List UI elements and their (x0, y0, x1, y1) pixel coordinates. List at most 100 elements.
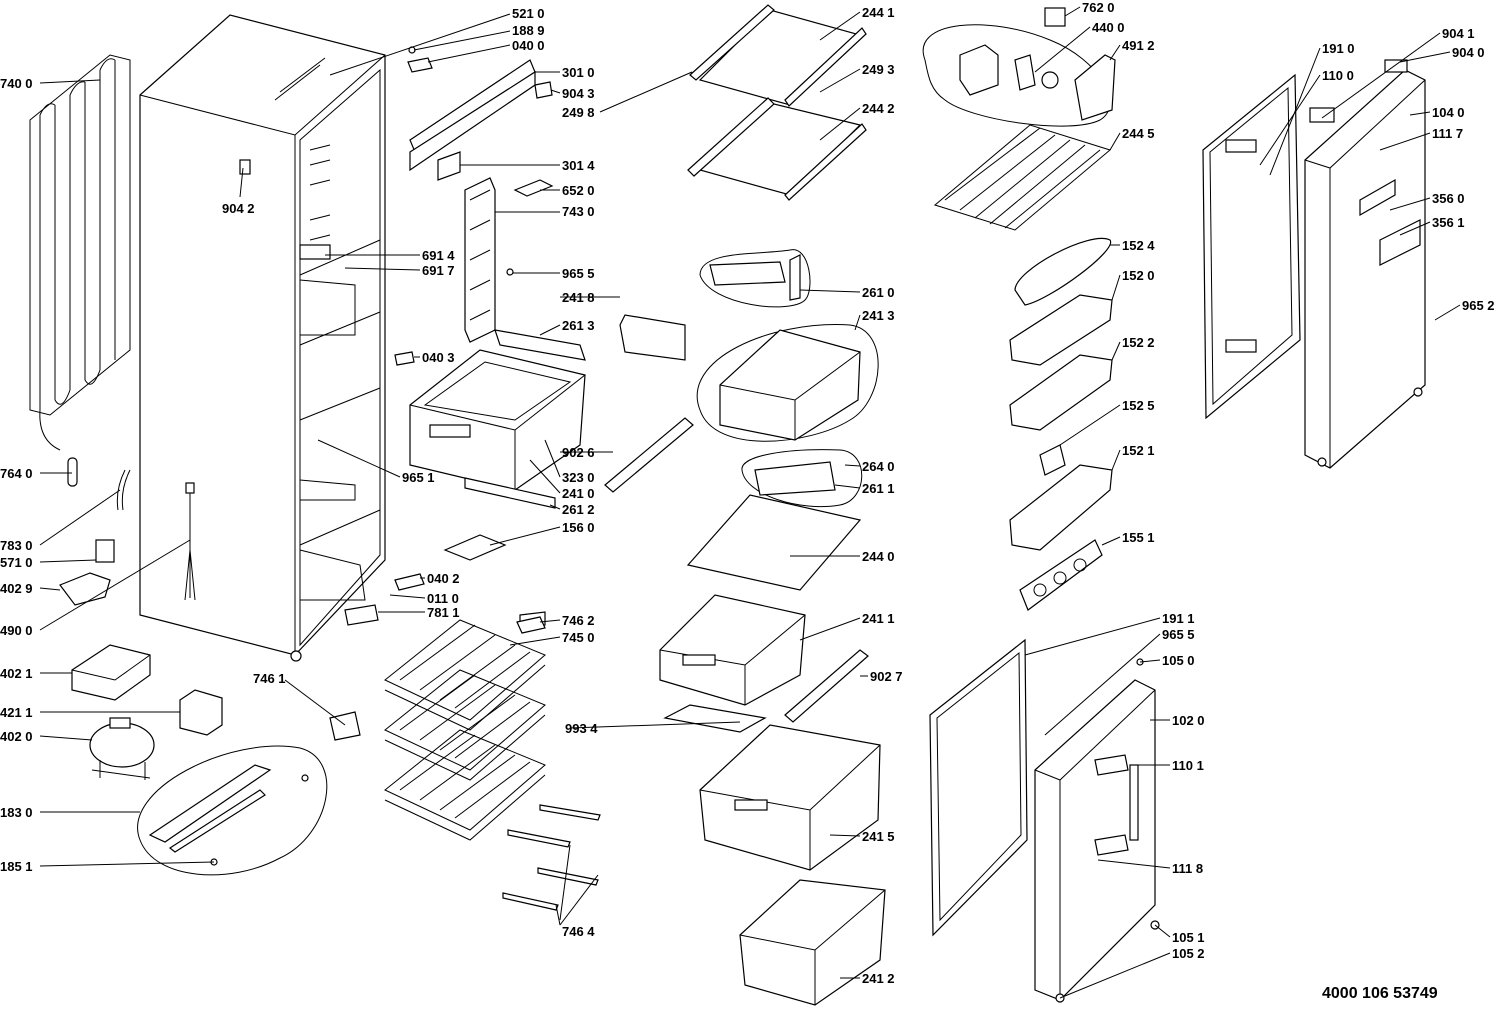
label-0110: 011 0 (427, 591, 459, 606)
crisper-cover-support (494, 329, 586, 361)
label-9934: 993 4 (565, 721, 598, 736)
label-4029: 402 9 (0, 581, 33, 596)
label-0403: 040 3 (422, 350, 455, 365)
label-2412: 241 2 (862, 971, 895, 986)
condenser-coil (29, 54, 131, 451)
label-0402: 040 2 (427, 571, 460, 586)
upper-door (1304, 59, 1426, 469)
label-1889: 188 9 (512, 23, 545, 38)
label-9651: 965 1 (402, 470, 435, 485)
label-1910: 191 0 (1322, 41, 1355, 56)
label-6520: 652 0 (562, 183, 595, 198)
ice-tray (443, 534, 507, 561)
label-4021: 402 1 (0, 666, 33, 681)
compressor-relay (95, 539, 115, 563)
compressor (89, 717, 155, 780)
label-1050: 105 0 (1162, 653, 1195, 668)
label-1851: 185 1 (0, 859, 33, 874)
label-1051: 105 1 (1172, 930, 1205, 945)
label-7811: 781 1 (427, 605, 460, 620)
fan-assembly (922, 7, 1116, 127)
label-1911: 191 1 (1162, 611, 1195, 626)
door-bin-1520 (1009, 294, 1113, 366)
freezer-drawer-upper (659, 594, 806, 706)
label-3230: 323 0 (562, 470, 595, 485)
label-9652: 965 2 (1462, 298, 1495, 313)
label-0400: 040 0 (512, 38, 545, 53)
flap-assembly (619, 314, 686, 361)
label-7620: 762 0 (1082, 0, 1115, 15)
label-9041: 904 1 (1442, 26, 1475, 41)
sensor-housing (513, 179, 554, 197)
label-2612: 261 2 (562, 502, 595, 517)
label-6917: 691 7 (422, 263, 455, 278)
lower-door (1034, 658, 1160, 1003)
label-2418: 241 8 (562, 290, 595, 305)
evaporator (933, 124, 1112, 231)
label-2441: 244 1 (862, 5, 895, 20)
label-9043: 904 3 (562, 86, 595, 101)
label-6914: 691 4 (422, 248, 455, 263)
label-2442: 244 2 (862, 101, 895, 116)
label-4020: 402 0 (0, 729, 33, 744)
label-7464: 746 4 (562, 924, 595, 939)
glass-trim-lower (784, 649, 869, 723)
label-1551: 155 1 (1122, 530, 1155, 545)
label-1118: 111 8 (1172, 861, 1203, 876)
lower-door-gasket (929, 638, 1028, 937)
label-2611: 261 1 (862, 481, 895, 496)
egg-holder (1039, 444, 1066, 476)
label-2440: 244 0 (862, 549, 895, 564)
label-2493: 249 3 (862, 62, 895, 77)
label-1522: 152 2 (1122, 335, 1155, 350)
label-5710: 571 0 (0, 555, 33, 570)
label-1100: 110 0 (1322, 68, 1354, 83)
door-bin-1522 (1009, 354, 1113, 431)
freezer-wire-shelves (384, 619, 546, 841)
label-4900: 490 0 (0, 623, 33, 638)
label-2640: 264 0 (862, 459, 895, 474)
shelf-supports (502, 804, 601, 911)
door-handle-cap (1014, 237, 1112, 306)
label-4912: 491 2 (1122, 38, 1155, 53)
control-panel (409, 59, 536, 181)
compressor-cover (71, 644, 151, 701)
small-hardware (329, 46, 553, 741)
label-2415: 241 5 (862, 829, 895, 844)
compressor-base-plate (137, 745, 328, 876)
shelf-hanger (516, 616, 546, 634)
label-3561: 356 1 (1432, 215, 1465, 230)
drain-tube (67, 457, 78, 487)
label-7462: 746 2 (562, 613, 595, 628)
freezer-drawer-bottom (739, 879, 886, 1006)
label-9655b: 965 5 (1162, 627, 1195, 642)
power-cord (184, 482, 196, 601)
label-2410: 241 0 (562, 486, 595, 501)
glass-shelves-top (687, 4, 867, 201)
label-3014: 301 4 (562, 158, 595, 173)
label-1520: 152 0 (1122, 268, 1155, 283)
label-4211: 421 1 (0, 705, 33, 720)
label-7430: 743 0 (562, 204, 595, 219)
freezer-drawer-middle (699, 724, 881, 871)
label-7450: 745 0 (562, 630, 595, 645)
label-2411: 241 1 (862, 611, 895, 626)
bottle-holder (1019, 539, 1103, 611)
dairy-drawer-group (696, 324, 879, 442)
label-7400: 740 0 (0, 76, 33, 91)
label-2610: 261 0 (862, 285, 895, 300)
label-7461: 746 1 (253, 671, 286, 686)
label-9027: 902 7 (870, 669, 903, 684)
label-1101: 110 1 (1172, 758, 1204, 773)
label-2413: 241 3 (862, 308, 895, 323)
label-9040: 904 0 (1452, 45, 1485, 60)
cabinet (139, 14, 386, 662)
evaporating-tray (59, 572, 111, 606)
label-2445: 244 5 (1122, 126, 1155, 141)
label-1521: 152 1 (1122, 443, 1155, 458)
label-7640: 764 0 (0, 466, 33, 481)
part-labels: 521 0 188 9 040 0 301 0 904 3 249 8 301 … (0, 0, 1495, 986)
flap-support-group (741, 449, 863, 508)
label-5210: 521 0 (512, 6, 545, 21)
